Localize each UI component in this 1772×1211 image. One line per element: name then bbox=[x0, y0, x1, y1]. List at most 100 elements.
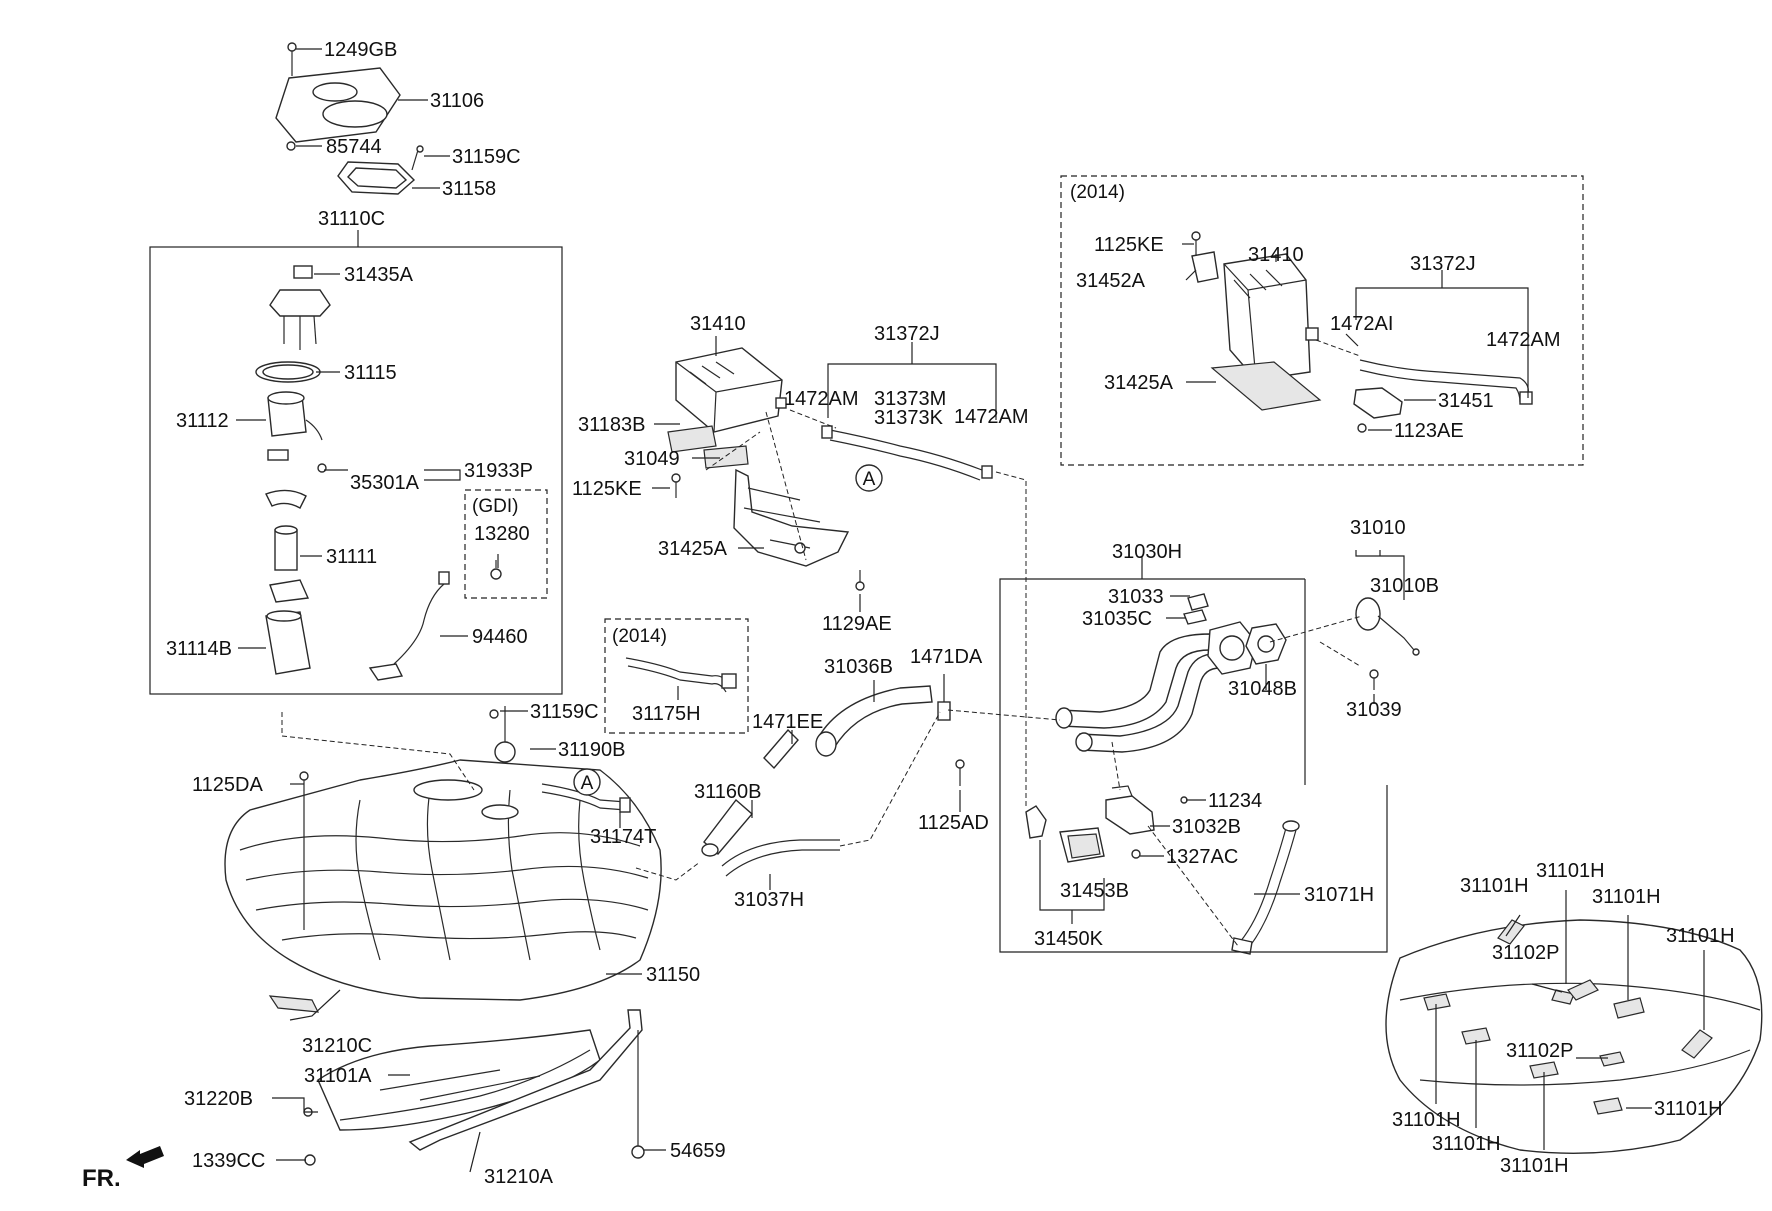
part-label: 31425A bbox=[1104, 372, 1174, 394]
part-label: 31150 bbox=[646, 964, 700, 986]
part-label: 31101H bbox=[1654, 1098, 1723, 1120]
callout-a-bottom: A bbox=[573, 768, 601, 796]
arrow-icon bbox=[126, 1146, 164, 1168]
variant-2014-hose-box bbox=[604, 618, 749, 734]
part-label: 31373M bbox=[874, 388, 946, 410]
part-label: 31372J bbox=[1410, 253, 1476, 275]
part-label: 1472AM bbox=[784, 388, 859, 410]
valve-bracket-sketch bbox=[955, 759, 1300, 955]
part-label: 1327AC bbox=[1166, 846, 1238, 868]
part-label: 31452A bbox=[1076, 270, 1146, 292]
leader-lines bbox=[236, 48, 1705, 1173]
part-label: 31190B bbox=[558, 739, 625, 761]
part-label: 31174T bbox=[590, 826, 656, 848]
part-label: 31183B bbox=[578, 414, 645, 436]
part-label: 31036B bbox=[824, 656, 893, 678]
part-label: 31035C bbox=[1082, 608, 1152, 630]
part-label: 1339CC bbox=[192, 1150, 265, 1172]
hose-2014-sketch bbox=[625, 657, 737, 693]
filler-assembly-box bbox=[999, 578, 1388, 953]
part-label: 31010B bbox=[1370, 575, 1439, 597]
part-label: 31410 bbox=[690, 313, 746, 335]
straps-sketch bbox=[268, 995, 645, 1166]
part-label: 1472AI bbox=[1330, 313, 1393, 335]
pump-module-sketch bbox=[255, 265, 502, 681]
part-label: 31933P bbox=[464, 460, 533, 482]
part-label: 31115 bbox=[344, 362, 397, 384]
part-label: 85744 bbox=[326, 136, 382, 158]
part-label: 31112 bbox=[176, 410, 229, 432]
part-label: 1125AD bbox=[918, 812, 989, 834]
gdi-caption: (GDI) bbox=[472, 496, 518, 517]
part-label: 54659 bbox=[670, 1140, 726, 1162]
callout-letter: A bbox=[863, 469, 876, 490]
part-label: 31071H bbox=[1304, 884, 1374, 906]
part-label: 31101H bbox=[1500, 1155, 1569, 1177]
part-label: 31373K bbox=[874, 407, 944, 429]
front-direction-marker: FR. bbox=[82, 1146, 164, 1192]
variant-2014-hose-caption: (2014) bbox=[612, 626, 667, 647]
part-label: 31037H bbox=[734, 889, 804, 911]
gasket-sketch bbox=[337, 145, 424, 195]
cover-plate-sketch bbox=[275, 42, 401, 151]
part-label: 31210A bbox=[484, 1166, 554, 1188]
part-label: 35301A bbox=[350, 472, 420, 494]
variant-2014-main-caption: (2014) bbox=[1070, 182, 1125, 203]
part-label: 31210C bbox=[302, 1035, 372, 1057]
part-label: 31102P bbox=[1492, 942, 1559, 964]
part-label: 11234 bbox=[1208, 790, 1262, 812]
part-label: 1249GB bbox=[324, 39, 397, 61]
part-label: 1472AM bbox=[1486, 329, 1561, 351]
part-label: 31220B bbox=[184, 1088, 253, 1110]
part-label: 31030H bbox=[1112, 541, 1182, 563]
part-label: 1125DA bbox=[192, 774, 263, 796]
part-label: 31451 bbox=[1438, 390, 1494, 412]
callout-a-top: A bbox=[855, 464, 883, 492]
part-label: 31049 bbox=[624, 448, 680, 470]
part-label: 31101A bbox=[304, 1065, 372, 1087]
part-label: 31106 bbox=[430, 90, 484, 112]
part-label: 1471EE bbox=[752, 711, 823, 733]
pump-module-box bbox=[149, 246, 563, 695]
part-label: 31101H bbox=[1392, 1109, 1461, 1131]
part-label: 31114B bbox=[166, 638, 232, 660]
part-label: 31101H bbox=[1592, 886, 1661, 908]
filler-neck-sketch bbox=[701, 593, 1420, 877]
part-label: 31102P bbox=[1506, 1040, 1573, 1062]
part-label: 31175H bbox=[632, 703, 701, 725]
part-label: 31010 bbox=[1350, 517, 1406, 539]
part-labels: 1249GB 31106 85744 31159C 31158 31110C 3… bbox=[166, 39, 1735, 1188]
part-label: 31435A bbox=[344, 264, 414, 286]
part-label: 31110C bbox=[318, 208, 385, 230]
part-label: 31111 bbox=[326, 546, 377, 568]
hidden-connections bbox=[281, 339, 1363, 947]
part-label: 31158 bbox=[442, 178, 496, 200]
part-label: 31160B bbox=[694, 781, 761, 803]
part-label: 31410 bbox=[1248, 244, 1304, 266]
right-tank-sketch bbox=[1385, 919, 1763, 1155]
part-label: 31101H bbox=[1536, 860, 1605, 882]
part-label: 31372J bbox=[874, 323, 940, 345]
fuel-tank-sketch bbox=[224, 706, 662, 1001]
part-label: 31033 bbox=[1108, 586, 1164, 608]
part-label: 1125KE bbox=[572, 478, 642, 500]
variant-2014-main-box bbox=[1060, 175, 1584, 466]
part-label: 31101H bbox=[1432, 1133, 1501, 1155]
part-label: 1471DA bbox=[910, 646, 983, 668]
part-label: 31048B bbox=[1228, 678, 1297, 700]
part-label: 31450K bbox=[1034, 928, 1104, 950]
gdi-box bbox=[464, 489, 548, 599]
canister-sketch bbox=[667, 347, 865, 591]
part-label: 94460 bbox=[472, 626, 528, 648]
part-label: 1129AE bbox=[822, 613, 892, 635]
part-label: 31032B bbox=[1172, 816, 1241, 838]
front-label: FR. bbox=[82, 1165, 121, 1192]
part-label: 31159C bbox=[452, 146, 521, 168]
part-label: 31101H bbox=[1666, 925, 1735, 947]
callout-letter: A bbox=[581, 773, 594, 794]
part-label: 31039 bbox=[1346, 699, 1402, 721]
part-label: 31159C bbox=[530, 701, 599, 723]
part-label: 31425A bbox=[658, 538, 728, 560]
